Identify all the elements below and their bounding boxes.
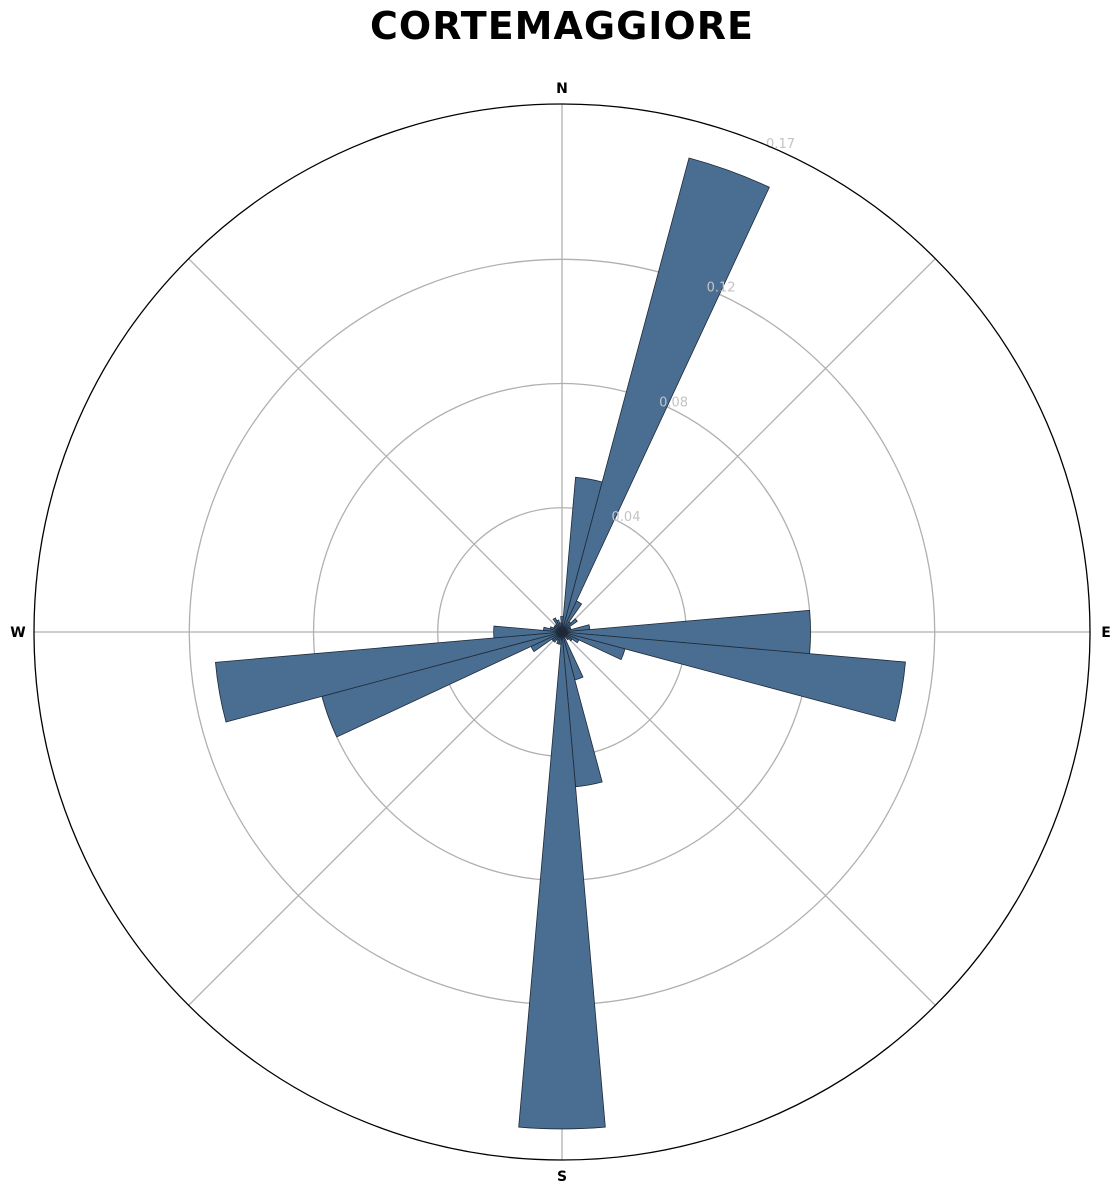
rose-bar [561,157,770,633]
rose-bar [561,631,626,661]
label-layer: 0.04 0.08 0.12 0.17 N E S W [10,81,1111,1185]
bars-layer [215,157,906,1130]
grid-spoke [561,631,936,1006]
radial-tick-label: 0.08 [659,395,688,410]
direction-label-e: E [1101,625,1111,641]
direction-label-w: W [10,625,25,641]
rose-bar [561,600,583,633]
rose-bar [215,631,563,723]
rose-bar [556,619,563,633]
grid-spoke [561,258,936,633]
polar-frame [33,103,1091,1161]
rose-bar [518,631,606,1130]
radial-tick-label: 0.17 [766,137,795,152]
rose-bar [561,618,578,633]
grid-spoke [188,631,563,1006]
radial-tick-label: 0.12 [707,281,736,296]
grid-spoke [188,258,563,633]
direction-label-n: N [556,81,568,97]
direction-label-s: S [557,1169,567,1185]
chart-title: CORTEMAGGIORE [370,4,754,48]
rose-bar [559,622,563,633]
radial-tick-label: 0.04 [612,510,641,525]
rose-bar [552,617,563,633]
rose-bar [561,631,906,722]
rose-bar [493,625,563,639]
